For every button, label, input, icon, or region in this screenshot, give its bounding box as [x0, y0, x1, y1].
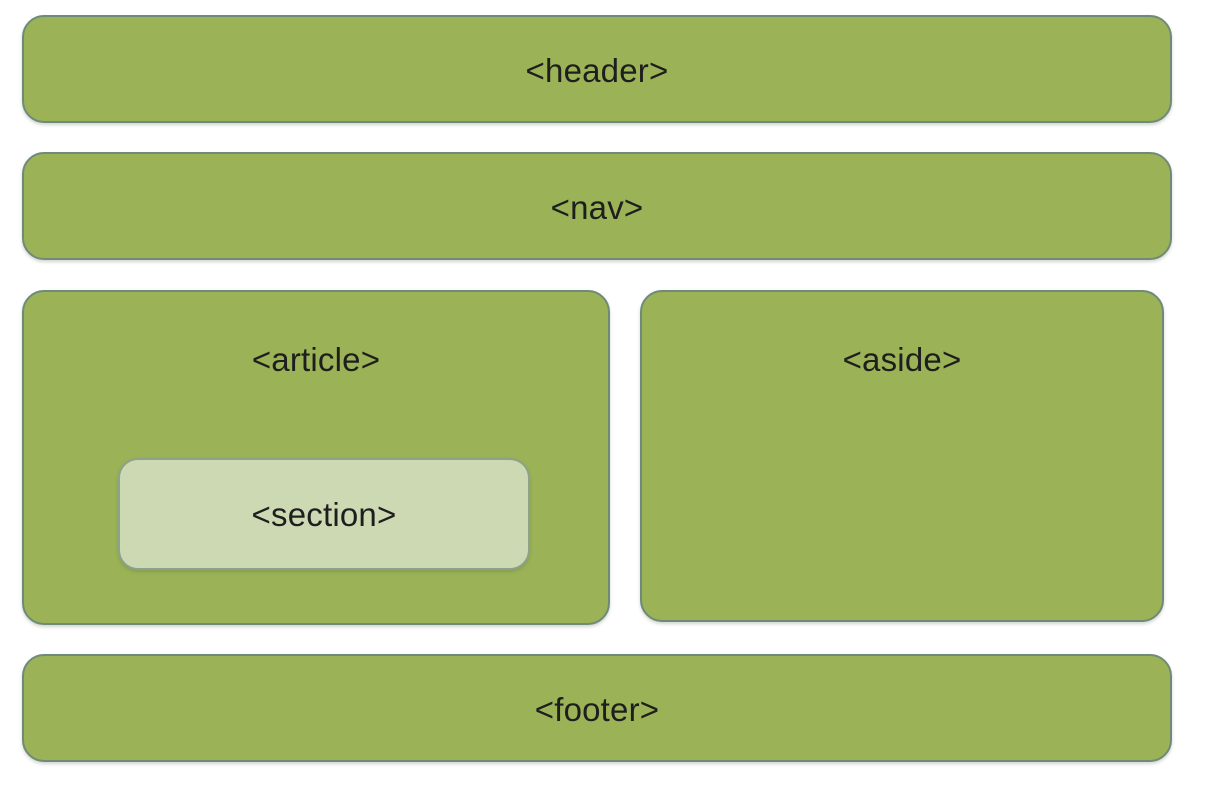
aside-label: <aside>	[842, 341, 962, 378]
footer-box: <footer>	[22, 654, 1172, 762]
header-box: <header>	[22, 15, 1172, 123]
article-box: <article> <section>	[22, 290, 610, 625]
header-label: <header>	[525, 52, 669, 89]
article-label: <article>	[251, 341, 381, 378]
footer-label: <footer>	[534, 691, 660, 728]
nav-box: <nav>	[22, 152, 1172, 260]
section-label: <section>	[251, 496, 397, 533]
nav-label: <nav>	[550, 189, 644, 226]
aside-box: <aside>	[640, 290, 1164, 622]
section-box: <section>	[118, 458, 530, 570]
